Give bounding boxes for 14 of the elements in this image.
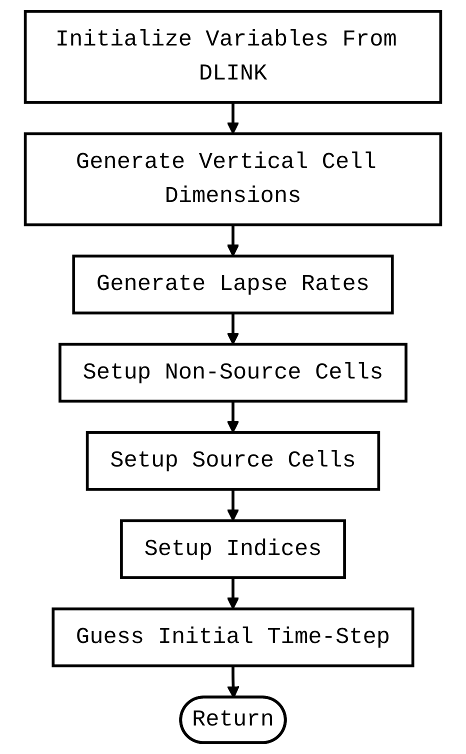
- node-box: Guess Initial Time-Step: [52, 607, 414, 668]
- node-box: Setup Indices: [120, 519, 346, 580]
- arrow: [226, 224, 240, 257]
- node-box: Setup Non-Source Cells: [58, 342, 408, 403]
- arrow: [226, 666, 240, 698]
- arrow: [226, 578, 240, 610]
- node-box: Setup Source Cells: [86, 431, 380, 491]
- arrow: [226, 401, 240, 434]
- arrow: [226, 489, 240, 522]
- node-box: Generate Vertical Cell Dimensions: [24, 132, 442, 226]
- arrow: [226, 312, 240, 345]
- node-box: Initialize Variables From DLINK: [24, 10, 442, 104]
- node-box: Generate Lapse Rates: [72, 254, 394, 314]
- arrow: [226, 102, 240, 134]
